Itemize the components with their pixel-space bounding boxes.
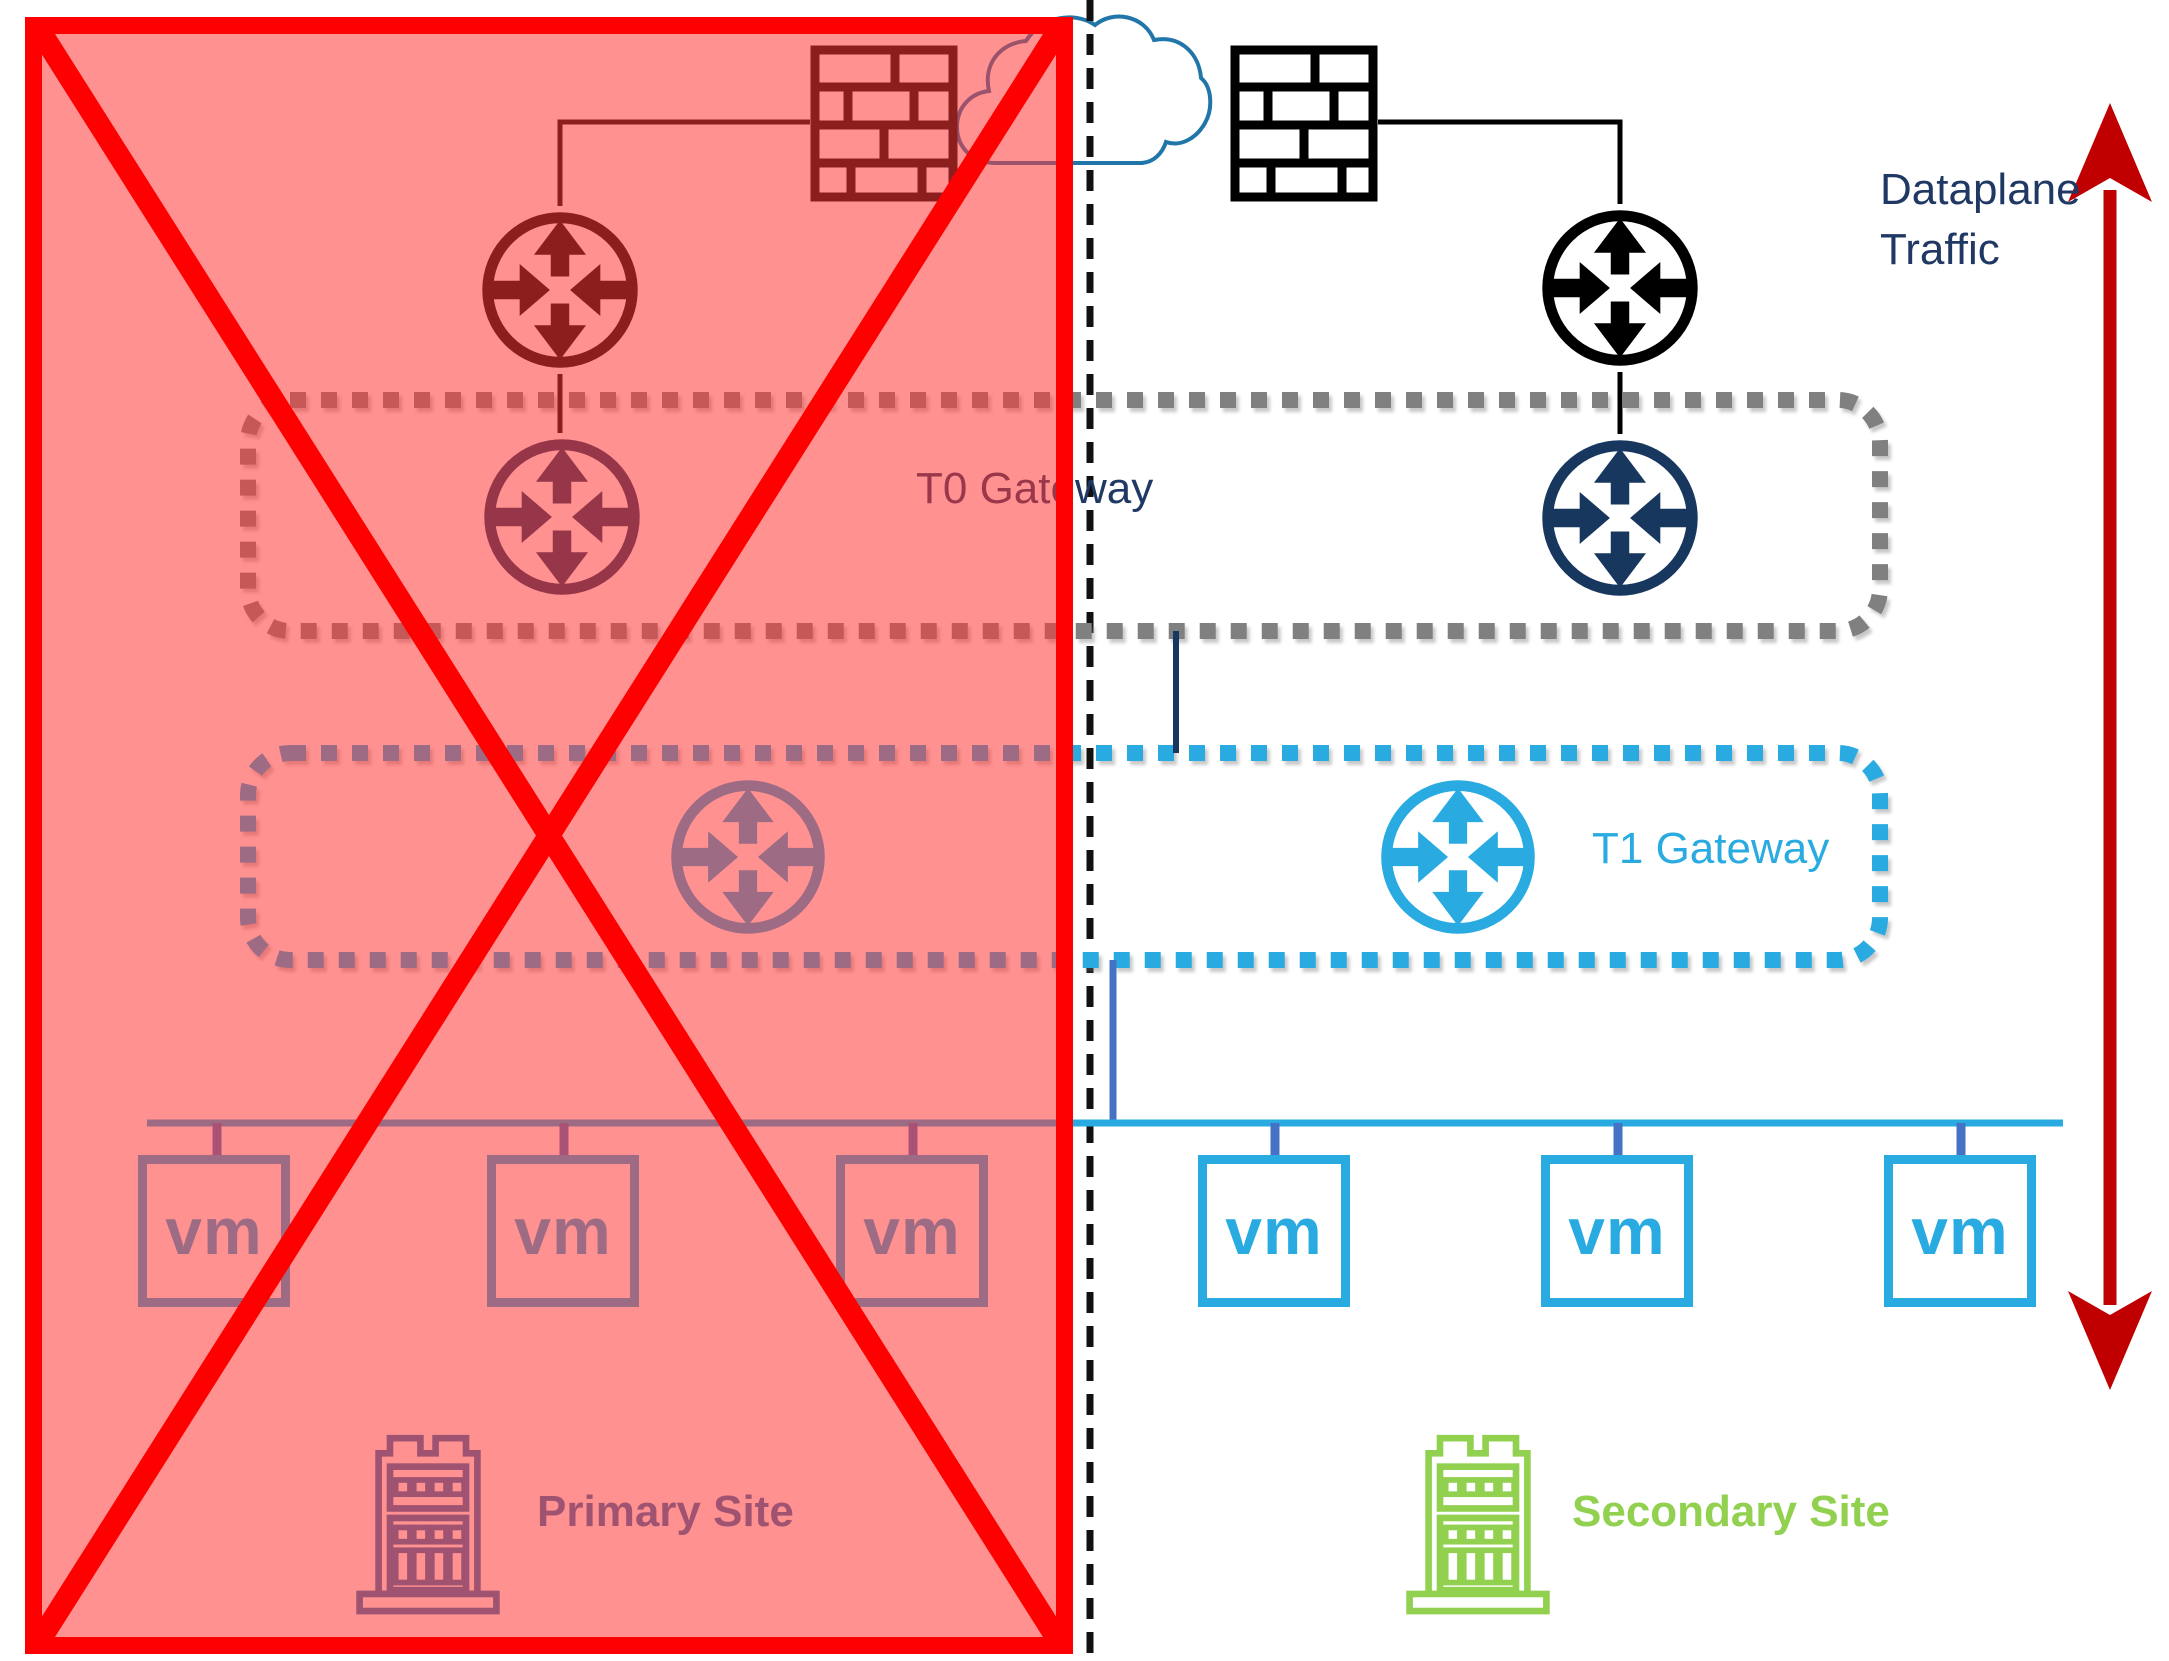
secondary-firewall-link-line xyxy=(1378,119,1623,204)
dataplane-traffic-label: Dataplane Traffic xyxy=(1880,160,2081,280)
secondary-firewall-icon xyxy=(1235,50,1373,197)
dataplane-traffic-line2: Traffic xyxy=(1880,225,2000,274)
secondary-t0-router-icon xyxy=(1548,446,1692,590)
failure-x-icon xyxy=(42,34,1056,1637)
dataplane-traffic-arrow xyxy=(2068,103,2152,1390)
t1-gateway-label: T1 Gateway xyxy=(1592,824,1830,873)
secondary-site-label: Secondary Site xyxy=(1572,1487,1890,1536)
secondary-edge-router-icon xyxy=(1548,216,1692,360)
vm-box-secondary-2: vm xyxy=(1541,1155,1693,1307)
vm-box-secondary-1: vm xyxy=(1198,1155,1350,1307)
primary-site-failure-overlay xyxy=(25,17,1073,1654)
secondary-site-datacenter-icon xyxy=(1410,1438,1547,1611)
dataplane-traffic-line1: Dataplane xyxy=(1880,165,2081,214)
secondary-t1-router-icon xyxy=(1387,786,1530,929)
vm-box-secondary-3: vm xyxy=(1884,1155,2036,1307)
